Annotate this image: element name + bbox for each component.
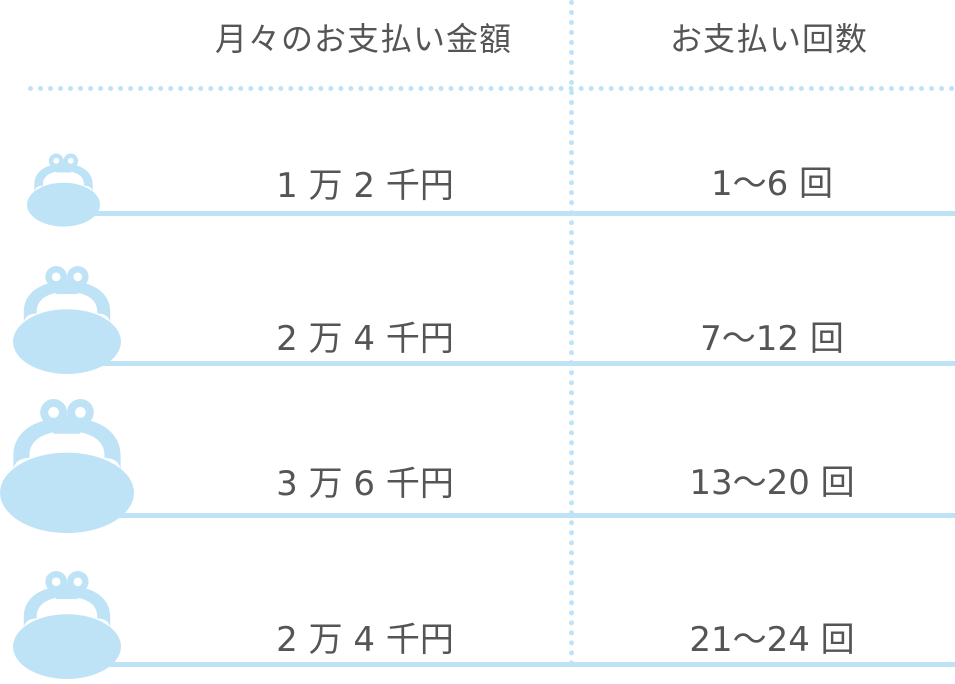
row-4-amount: 2 万 4 千円: [276, 620, 454, 660]
row-1-amount: 1 万 2 千円: [276, 166, 454, 206]
coin-purse-icon: [0, 399, 134, 533]
row-1-count: 1〜6 回: [710, 164, 834, 204]
row-4-count: 21〜24 回: [689, 620, 855, 660]
row-underline: [100, 361, 955, 366]
row-3-amount: 3 万 6 千円: [276, 464, 454, 504]
coin-purse-icon: [13, 571, 121, 679]
row-2-amount: 2 万 4 千円: [276, 319, 454, 359]
row-3-count: 13〜20 回: [689, 463, 855, 503]
row-underline: [100, 662, 955, 667]
row-underline: [115, 513, 955, 518]
payment-count-header: お支払い回数: [670, 20, 869, 58]
monthly-amount-header: 月々のお支払い金額: [215, 20, 513, 58]
row-2-count: 7〜12 回: [700, 319, 844, 359]
coin-purse-icon: [13, 266, 121, 374]
header-divider: [28, 86, 955, 91]
row-underline: [90, 211, 955, 216]
column-divider: [569, 0, 574, 666]
coin-purse-icon: [27, 153, 100, 227]
